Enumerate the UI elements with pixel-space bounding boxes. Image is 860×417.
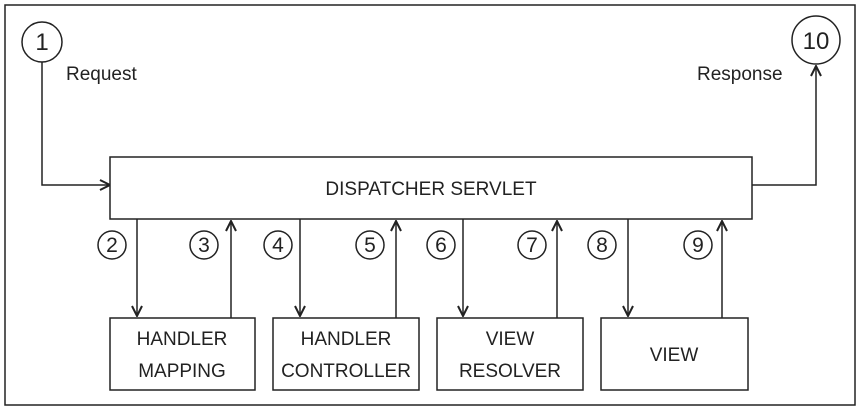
step-number: 8 [596, 234, 608, 257]
handler-mapping-box [109, 317, 256, 391]
step-circle [97, 230, 127, 260]
handler-controller-box [272, 317, 420, 391]
step-9: 9 [683, 230, 713, 260]
step-number: 5 [364, 234, 376, 257]
response-label: Response [697, 64, 783, 85]
step-number: 9 [692, 234, 704, 257]
component-label-line1: VIEW [486, 329, 535, 350]
step-number: 7 [526, 234, 538, 257]
view-resolver-box [436, 317, 584, 391]
outer-frame [4, 4, 856, 406]
dispatcher-servlet-box [109, 156, 753, 220]
component-label-line2: RESOLVER [459, 361, 561, 382]
step-number: 2 [106, 234, 118, 257]
step-circle [587, 230, 617, 260]
step-number: 3 [198, 234, 210, 257]
component-label-line1: VIEW [650, 345, 699, 366]
step-circle [791, 15, 841, 65]
step-7: 7 [517, 230, 547, 260]
step-number: 4 [272, 234, 284, 257]
step-6: 6 [426, 230, 456, 260]
request-arrow [41, 62, 110, 185]
step-10: 10 [791, 15, 841, 65]
step-circle [517, 230, 547, 260]
component-label-line1: HANDLER [301, 329, 392, 350]
step-number: 1 [35, 29, 48, 56]
request-label: Request [66, 64, 137, 85]
step-circle [426, 230, 456, 260]
step-circle [263, 230, 293, 260]
response-arrow [752, 66, 816, 186]
step-circle [189, 230, 219, 260]
component-label-line2: MAPPING [138, 361, 226, 382]
component-label-line1: HANDLER [137, 329, 228, 350]
view-box [600, 317, 749, 391]
step-circle [355, 230, 385, 260]
dispatcher-servlet-label: DISPATCHER SERVLET [325, 179, 537, 200]
step-2: 2 [97, 230, 127, 260]
step-circle [683, 230, 713, 260]
step-number: 10 [803, 28, 830, 55]
step-5: 5 [355, 230, 385, 260]
step-3: 3 [189, 230, 219, 260]
component-label-line2: CONTROLLER [281, 361, 411, 382]
step-number: 6 [435, 234, 447, 257]
step-8: 8 [587, 230, 617, 260]
step-4: 4 [263, 230, 293, 260]
step-1: 1 [21, 21, 63, 63]
